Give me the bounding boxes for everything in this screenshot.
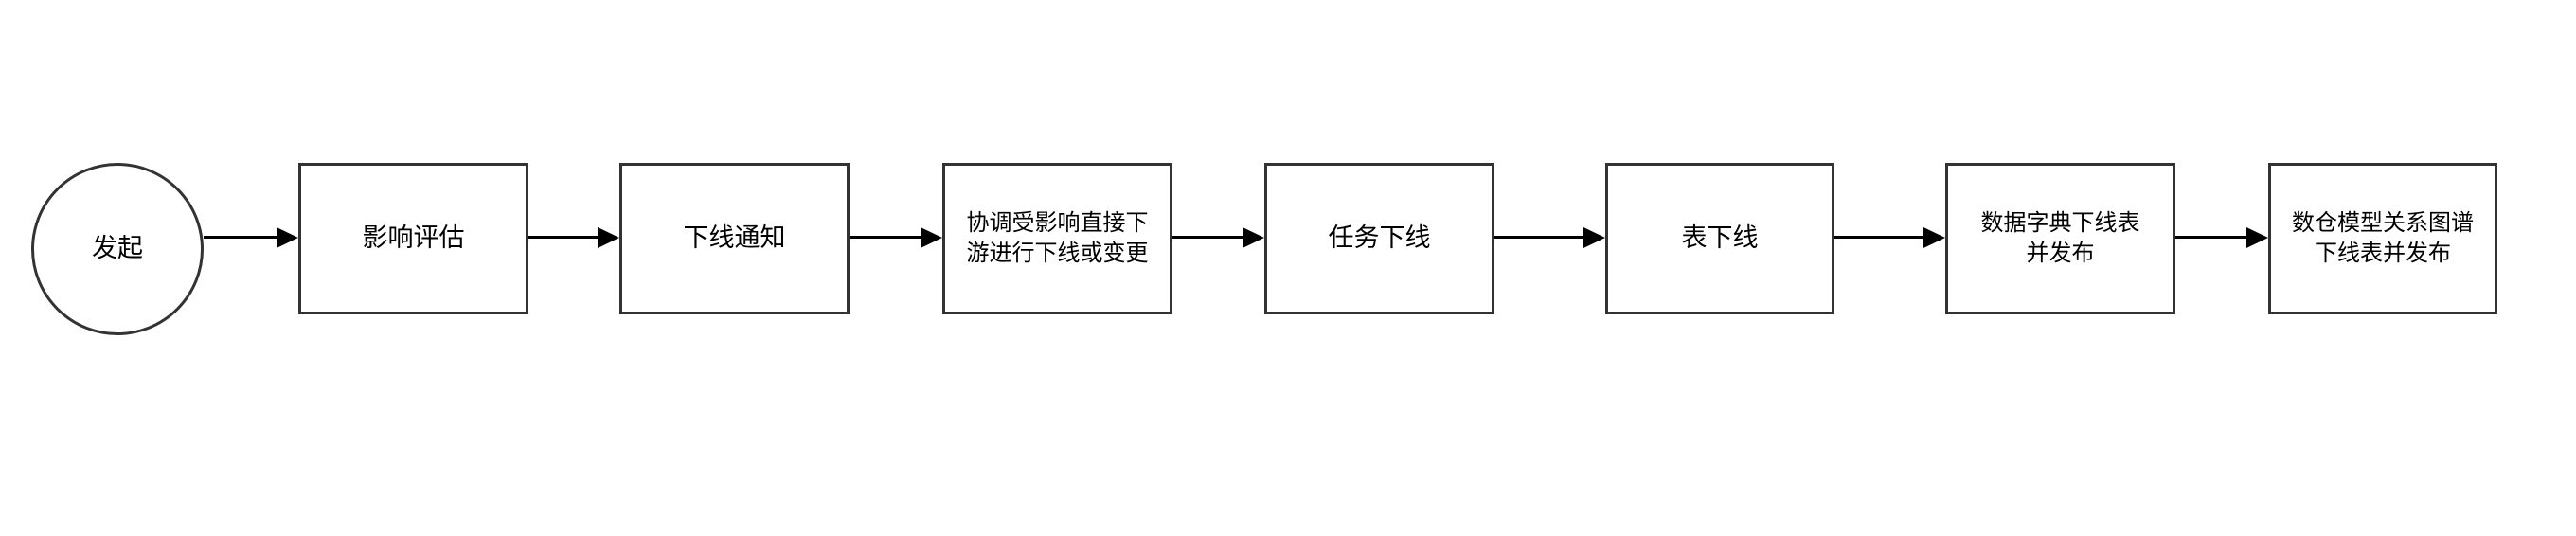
step-model-graph-offline-publish: 数仓模型关系图谱 下线表并发布 (2268, 163, 2497, 314)
step-task-offline: 任务下线 (1264, 163, 1494, 314)
step-label: 影响评估 (362, 223, 465, 253)
step-label: 数仓模型关系图谱 下线表并发布 (2292, 210, 2474, 266)
flow-arrow-6 (1834, 236, 1923, 239)
flow-arrow-1 (204, 236, 277, 239)
start-node: 发起 (31, 163, 204, 335)
step-label: 协调受影响直接下 游进行下线或变更 (966, 210, 1149, 266)
step-label: 任务下线 (1328, 223, 1431, 253)
flow-arrow-2 (528, 236, 598, 239)
step-coordinate-downstream: 协调受影响直接下 游进行下线或变更 (942, 163, 1172, 314)
step-data-dictionary-offline-publish: 数据字典下线表 并发布 (1945, 163, 2175, 314)
step-label: 表下线 (1681, 223, 1759, 253)
flow-arrow-3 (850, 236, 921, 239)
step-label: 数据字典下线表 并发布 (1980, 210, 2140, 266)
flow-arrow-7 (2175, 236, 2246, 239)
step-table-offline: 表下线 (1605, 163, 1834, 314)
step-impact-assessment: 影响评估 (298, 163, 528, 314)
flow-arrow-4 (1172, 236, 1243, 239)
step-label: 下线通知 (683, 223, 786, 253)
step-offline-notification: 下线通知 (619, 163, 850, 314)
flow-arrow-5 (1494, 236, 1583, 239)
start-node-label: 发起 (92, 234, 143, 263)
